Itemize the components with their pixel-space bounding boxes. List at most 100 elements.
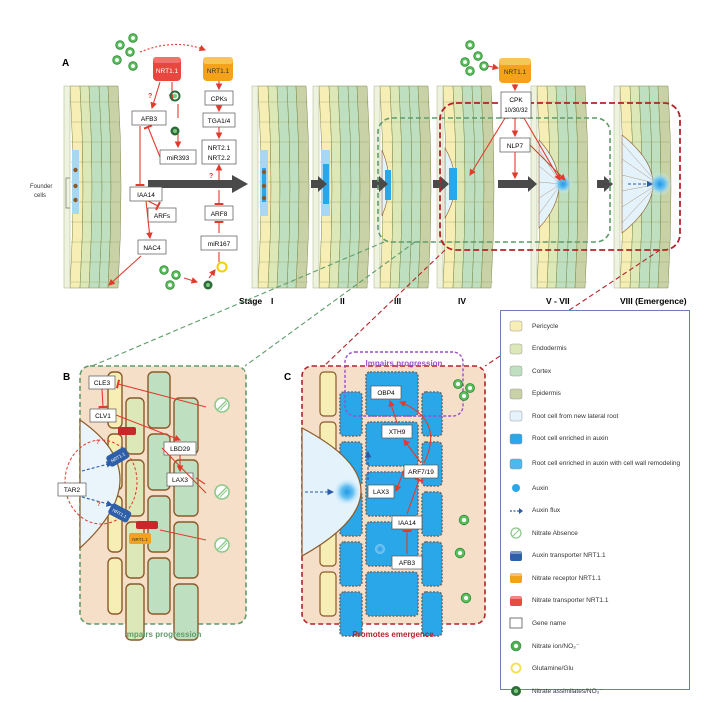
- legend-label: Nitrate transporter NRT1.1: [532, 597, 608, 604]
- nitrate-absence-icon: [215, 538, 229, 552]
- panel-b-caption: Impairs progression: [125, 630, 202, 639]
- legend-label: Auxin: [532, 485, 548, 492]
- stage-iv: IV: [458, 296, 466, 306]
- legend-label: Root cell from new lateral root: [532, 413, 618, 420]
- gene-nac4: NAC4: [143, 245, 161, 252]
- svg-text:NRT1.1: NRT1.1: [132, 537, 148, 542]
- legend-item-auxin-transporter: Auxin transporter NRT1.1: [509, 545, 681, 568]
- legend-label: Nitrate ion/NO₃⁻: [532, 642, 579, 650]
- founder-cells-label-2: cells: [34, 193, 46, 199]
- legend-item-epidermis: Epidermis: [509, 383, 681, 406]
- nitrate-uptake-arrow: [140, 44, 205, 52]
- svg-text:NRT1.1: NRT1.1: [207, 68, 230, 75]
- nitrate-transporter-icon: [509, 595, 523, 607]
- auxin-icon: [509, 482, 523, 494]
- gene-cle3: CLE3: [94, 380, 111, 387]
- gene-obp4: OBP4: [377, 390, 395, 397]
- nitrate-ion-icon: [166, 281, 175, 290]
- nitrate-absence-icon: [509, 527, 523, 539]
- panel-c-caption: Promotes emergence: [352, 630, 434, 639]
- nitrate-ion-icon: [116, 41, 125, 50]
- panel-a-label: A: [62, 58, 69, 69]
- question-mark-2: ?: [209, 173, 213, 180]
- endodermis-swatch: [509, 343, 523, 355]
- legend-label: Pericycle: [532, 323, 558, 330]
- panel-b: NRT1.1 NRT1.1 NRT1.1 CLE3 CLV1 LBD29 LAX…: [58, 366, 246, 640]
- root-strip-6: [531, 86, 588, 288]
- stage-v-vii: V - VII: [546, 296, 570, 306]
- legend-item-auxin-flux-arrow: Auxin flux: [509, 500, 681, 523]
- new-root-cell-swatch: [509, 410, 523, 422]
- pericycle-swatch: [509, 320, 523, 332]
- root-strip-2: [252, 86, 309, 288]
- nitrate-ion-icon: [466, 41, 475, 50]
- nitrate-receptor-icon: [509, 572, 523, 584]
- nitrate-ion-icon: [460, 392, 469, 401]
- legend-label: Gene name: [532, 620, 566, 627]
- legend-label: Glutamine/Glu: [532, 665, 574, 672]
- stage-i: I: [271, 296, 273, 306]
- legend-item-new-root-cell: Root cell from new lateral root: [509, 405, 681, 428]
- legend-item-cortex: Cortex: [509, 360, 681, 383]
- gene-iaa14: IAA14: [137, 192, 155, 199]
- legend-label: Auxin flux: [532, 507, 560, 514]
- gene-box-cpk: [501, 92, 531, 118]
- gene-nrt22: NRT2.2: [208, 155, 231, 162]
- glutamine-icon: [218, 263, 227, 272]
- founder-cells-label-1: Founder: [30, 184, 52, 190]
- legend-label: Root cell enriched in auxin with cell wa…: [532, 460, 680, 467]
- nitrate-ion-icon: [466, 384, 475, 393]
- nitrate-absence-icon: [215, 398, 229, 412]
- legend-item-pericycle: Pericycle: [509, 315, 681, 338]
- nitrate-ion-icon: [461, 593, 471, 603]
- nitrate-ion-icon: [454, 380, 463, 389]
- question-mark-1: ?: [148, 93, 152, 100]
- legend-label: Root cell enriched in auxin: [532, 435, 608, 442]
- nitrate-ion-icon: [509, 640, 523, 652]
- root-strip-7: [614, 86, 672, 288]
- legend-item-gene-name-box: Gene name: [509, 612, 681, 635]
- gene-arf8: ARF8: [211, 211, 228, 218]
- wall-remodeling-swatch: [509, 458, 523, 470]
- auxin-transporter-icon: [509, 550, 523, 562]
- gene-tar2: TAR2: [64, 487, 81, 494]
- gene-afb3: AFB3: [141, 116, 158, 123]
- legend-item-auxin-cell: Root cell enriched in auxin: [509, 428, 681, 451]
- nitrate-ion-icon: [113, 56, 122, 65]
- gene-nrt21: NRT2.1: [208, 145, 231, 152]
- stage-prefix: Stage: [239, 296, 262, 306]
- legend-item-glutamine: Glutamine/Glu: [509, 657, 681, 680]
- gene-name-box-icon: [509, 617, 523, 629]
- nitrate-transporter-b2: [136, 521, 158, 529]
- gene-mir167: miR167: [208, 241, 231, 248]
- panel-b-label: B: [63, 372, 70, 383]
- stage-viii-emergence: VIII (Emergence): [620, 296, 687, 306]
- legend-label: Endodermis: [532, 345, 567, 352]
- nitrate-ion-icon: [126, 48, 135, 57]
- progression-arrow-1: [148, 175, 248, 193]
- epidermis-swatch: [509, 388, 523, 400]
- legend-item-wall-remodeling: Root cell enriched in auxin with cell wa…: [509, 450, 681, 477]
- svg-text:NRT1.1: NRT1.1: [156, 68, 179, 75]
- cortex-swatch: [509, 365, 523, 377]
- gene-cpk-numbers: 10/30/32: [504, 108, 528, 114]
- stage-ii: II: [340, 296, 345, 306]
- nitrate-absence-icon: [215, 485, 229, 499]
- nitrate-transporter-b1: [118, 427, 136, 435]
- panel-c-label: C: [284, 372, 291, 383]
- nitrate-receptor-b: NRT1.1: [129, 533, 151, 544]
- nitrate-ion-icon: [461, 58, 470, 67]
- nitrate-ion-icon: [129, 62, 138, 71]
- svg-text:?: ?: [96, 440, 100, 446]
- gene-tga: TGA1/4: [208, 118, 231, 125]
- root-strip-1: [64, 86, 121, 288]
- legend-label: Nitrate assimilates/NO₃⁻: [532, 687, 603, 695]
- gene-lax3: LAX3: [172, 477, 188, 484]
- gene-lbd29: LBD29: [170, 446, 190, 453]
- svg-text:?: ?: [97, 502, 101, 508]
- nitrate-ion-icon: [172, 271, 181, 280]
- glutamine-icon: [509, 662, 523, 674]
- auxin-maximum-c: [333, 478, 361, 506]
- gene-nlp7: NLP7: [507, 143, 524, 150]
